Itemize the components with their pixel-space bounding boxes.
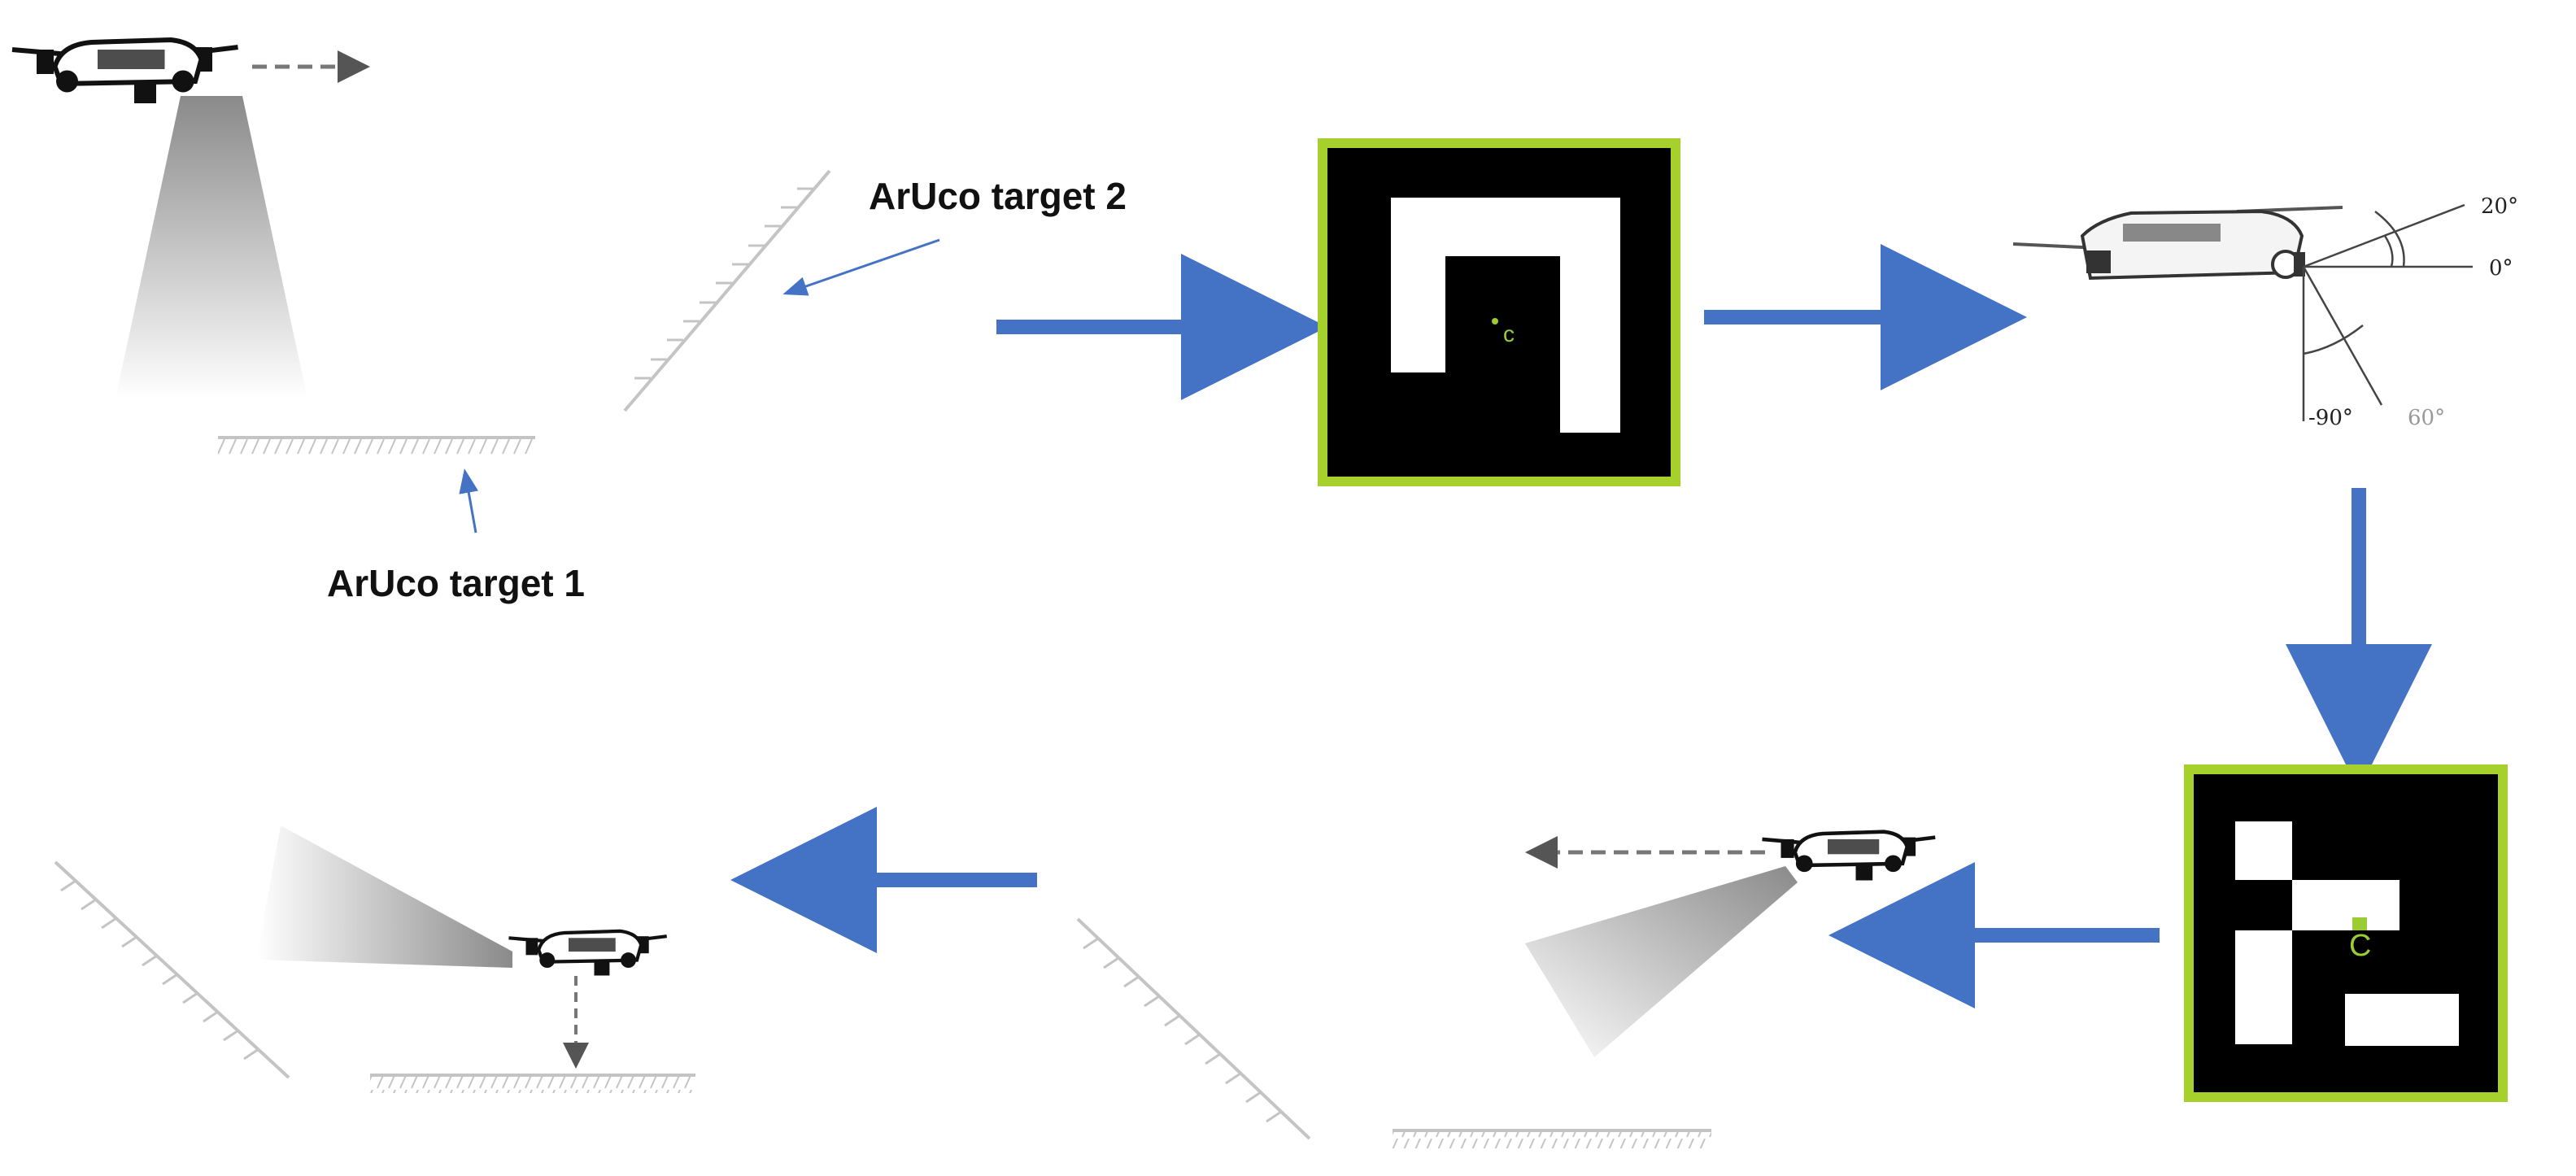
gimbal-angle-lines — [2302, 203, 2473, 421]
marker-center-dot — [1492, 318, 1498, 324]
drone-icon — [509, 931, 667, 976]
hatched-surface — [1076, 917, 1311, 1140]
drone-icon — [12, 40, 238, 103]
hatched-surface — [370, 1074, 695, 1093]
marker-center-square — [2352, 917, 2367, 930]
camera-beam — [1525, 866, 1798, 1057]
hatched-surface — [54, 860, 290, 1079]
angle-20: 20° — [2481, 194, 2518, 219]
aruco-target-2-label: ArUco target 2 — [869, 175, 1127, 217]
camera-beam — [116, 96, 307, 399]
hatched-surface — [1393, 1129, 1711, 1148]
gimbal-drone-icon — [2012, 206, 2343, 281]
camera-beam — [256, 825, 512, 968]
aruco-marker — [2184, 764, 2508, 1102]
marker-2-center-label: C — [2349, 929, 2372, 963]
aruco-target-1-label: ArUco target 1 — [327, 562, 585, 604]
angle-60: 60° — [2408, 406, 2445, 430]
hatched-surface — [623, 169, 831, 412]
pointer-arrow-target1 — [459, 468, 479, 534]
hatched-surface — [218, 436, 535, 455]
pointer-arrow-target2 — [782, 238, 940, 296]
angle-neg90: -90° — [2308, 406, 2353, 430]
marker-1-center-label: c — [1503, 321, 1515, 346]
aruco-marker — [1318, 138, 1680, 486]
angle-0: 0° — [2489, 256, 2513, 281]
